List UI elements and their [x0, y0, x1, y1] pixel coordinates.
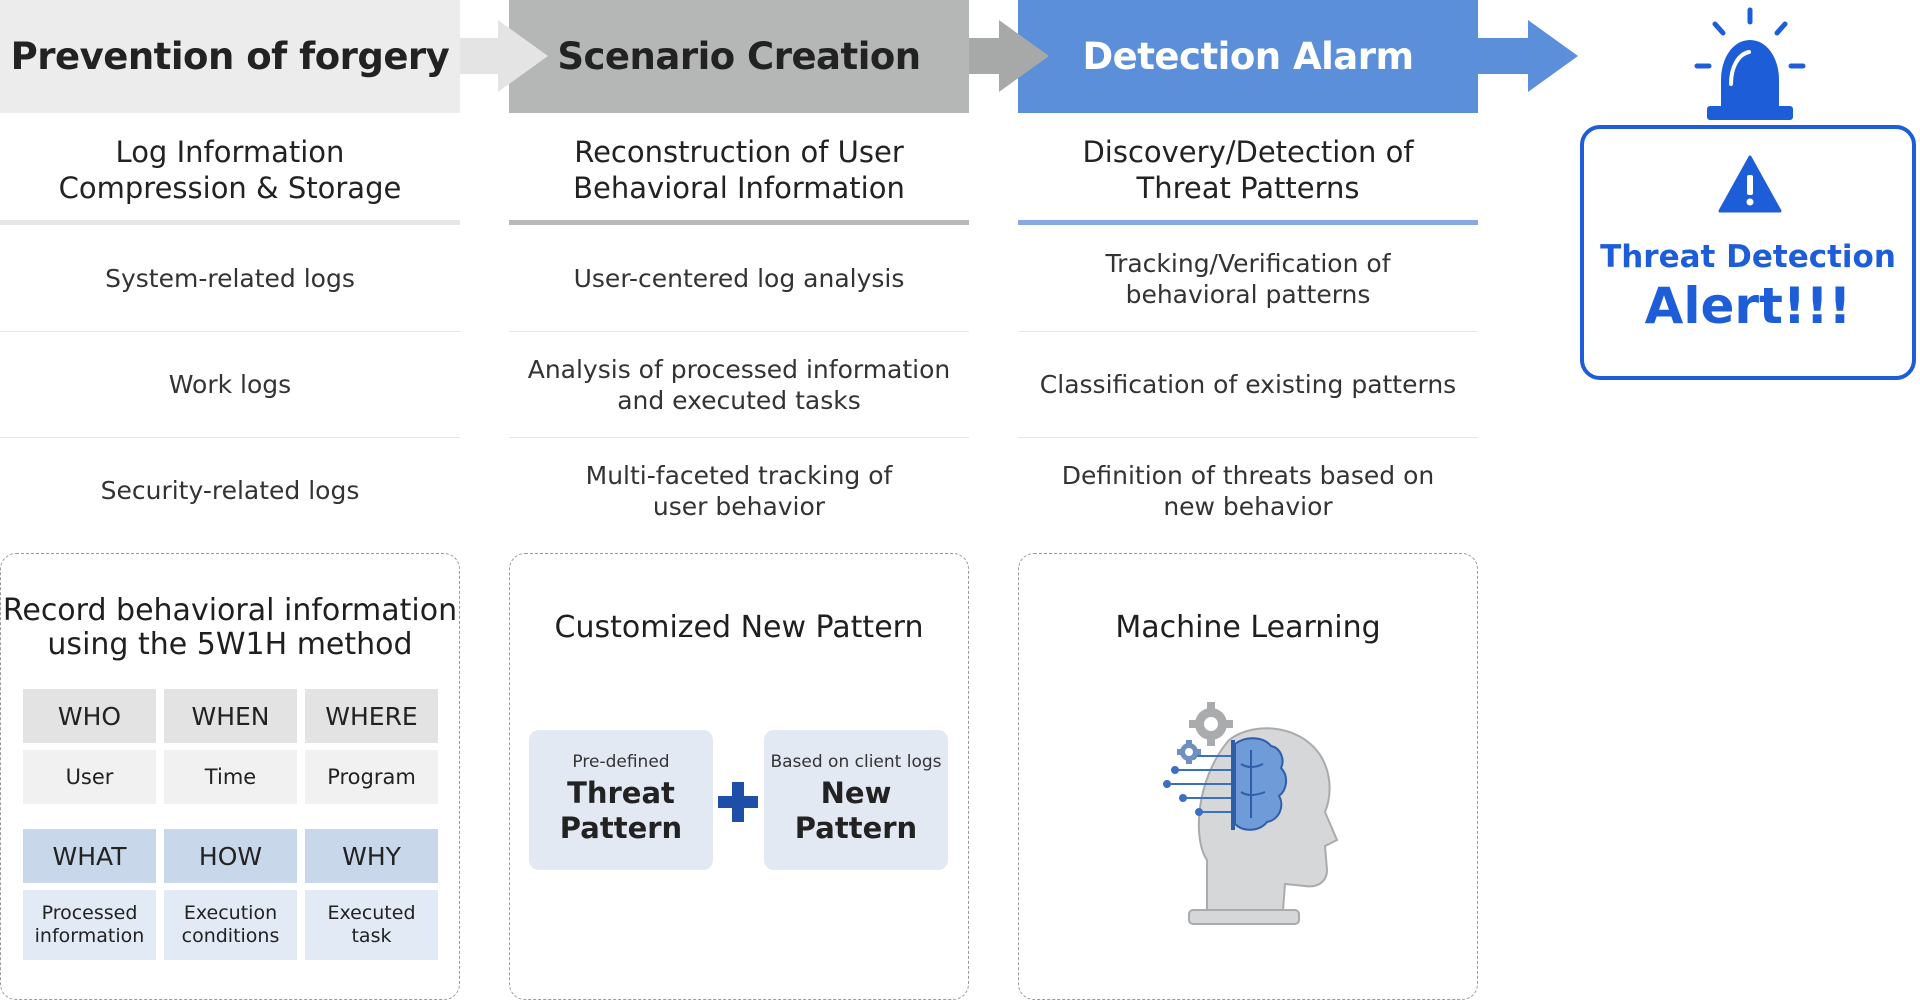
row-divider — [509, 331, 969, 332]
card-subtitle: Pre-defined — [572, 752, 670, 772]
list-item: Tracking/Verification of behavioral patt… — [1105, 248, 1391, 309]
section-title-log-compression: Log Information Compression & Storage — [58, 134, 402, 205]
5w1h-panel: Record behavioral information using the … — [0, 553, 460, 1000]
arrow-right-icon — [1478, 20, 1578, 92]
custom-pattern-panel: Customized New Pattern — [509, 553, 969, 1000]
alert-title: Threat Detection — [1600, 239, 1896, 275]
row-divider — [1018, 437, 1478, 438]
list-item: Security-related logs — [100, 476, 360, 505]
row-divider — [1018, 331, 1478, 332]
section-divider — [1018, 220, 1478, 225]
section-title-threat-patterns: Discovery/Detection of Threat Patterns — [1082, 134, 1414, 205]
list-item: User-centered log analysis — [573, 264, 905, 293]
alert-message: Alert!!! — [1644, 277, 1852, 335]
threat-pattern-card: Pre-defined Threat Pattern — [529, 730, 713, 870]
siren-icon — [1694, 7, 1806, 120]
arrow-right-icon — [969, 20, 1049, 92]
list-item: Work logs — [168, 370, 292, 399]
list-item: System-related logs — [105, 264, 355, 293]
where-value: Program — [305, 750, 438, 804]
where-header: WHERE — [305, 689, 438, 743]
when-value: Time — [164, 750, 297, 804]
panel-title: Machine Learning — [1115, 610, 1381, 645]
when-header: WHEN — [164, 689, 297, 743]
header-scenario-creation: Scenario Creation — [509, 0, 969, 113]
how-value: Execution conditions — [164, 890, 297, 960]
list-item: Analysis of processed information and ex… — [527, 354, 951, 415]
plus-icon — [718, 782, 758, 822]
row-divider — [0, 331, 460, 332]
row-divider — [509, 437, 969, 438]
arrow-right-icon — [460, 20, 548, 92]
brain-head-gears-icon — [1163, 702, 1339, 925]
list-item: Classification of existing patterns — [1039, 370, 1457, 399]
row-divider — [0, 437, 460, 438]
what-value: Processed information — [23, 890, 156, 960]
header-prevention-of-forgery: Prevention of forgery — [0, 0, 460, 113]
panel-title: Record behavioral information using the … — [2, 593, 458, 662]
card-title: Threat Pattern — [559, 776, 683, 845]
card-title: New Pattern — [794, 776, 918, 845]
threat-alert-box: Threat Detection Alert!!! — [1580, 125, 1916, 380]
section-divider — [0, 220, 460, 225]
panel-title: Customized New Pattern — [554, 610, 924, 645]
how-header: HOW — [164, 829, 297, 883]
card-subtitle: Based on client logs — [770, 752, 942, 772]
what-header: WHAT — [23, 829, 156, 883]
section-title-reconstruction: Reconstruction of User Behavioral Inform… — [573, 134, 905, 205]
why-header: WHY — [305, 829, 438, 883]
who-header: WHO — [23, 689, 156, 743]
who-value: User — [23, 750, 156, 804]
why-value: Executed task — [305, 890, 438, 960]
list-item: Multi-faceted tracking of user behavior — [585, 460, 893, 521]
new-pattern-card: Based on client logs New Pattern — [764, 730, 948, 870]
list-item: Definition of threats based on new behav… — [1061, 460, 1435, 521]
section-divider — [509, 220, 969, 225]
header-detection-alarm: Detection Alarm — [1018, 0, 1478, 113]
warning-triangle-icon — [1718, 155, 1782, 213]
